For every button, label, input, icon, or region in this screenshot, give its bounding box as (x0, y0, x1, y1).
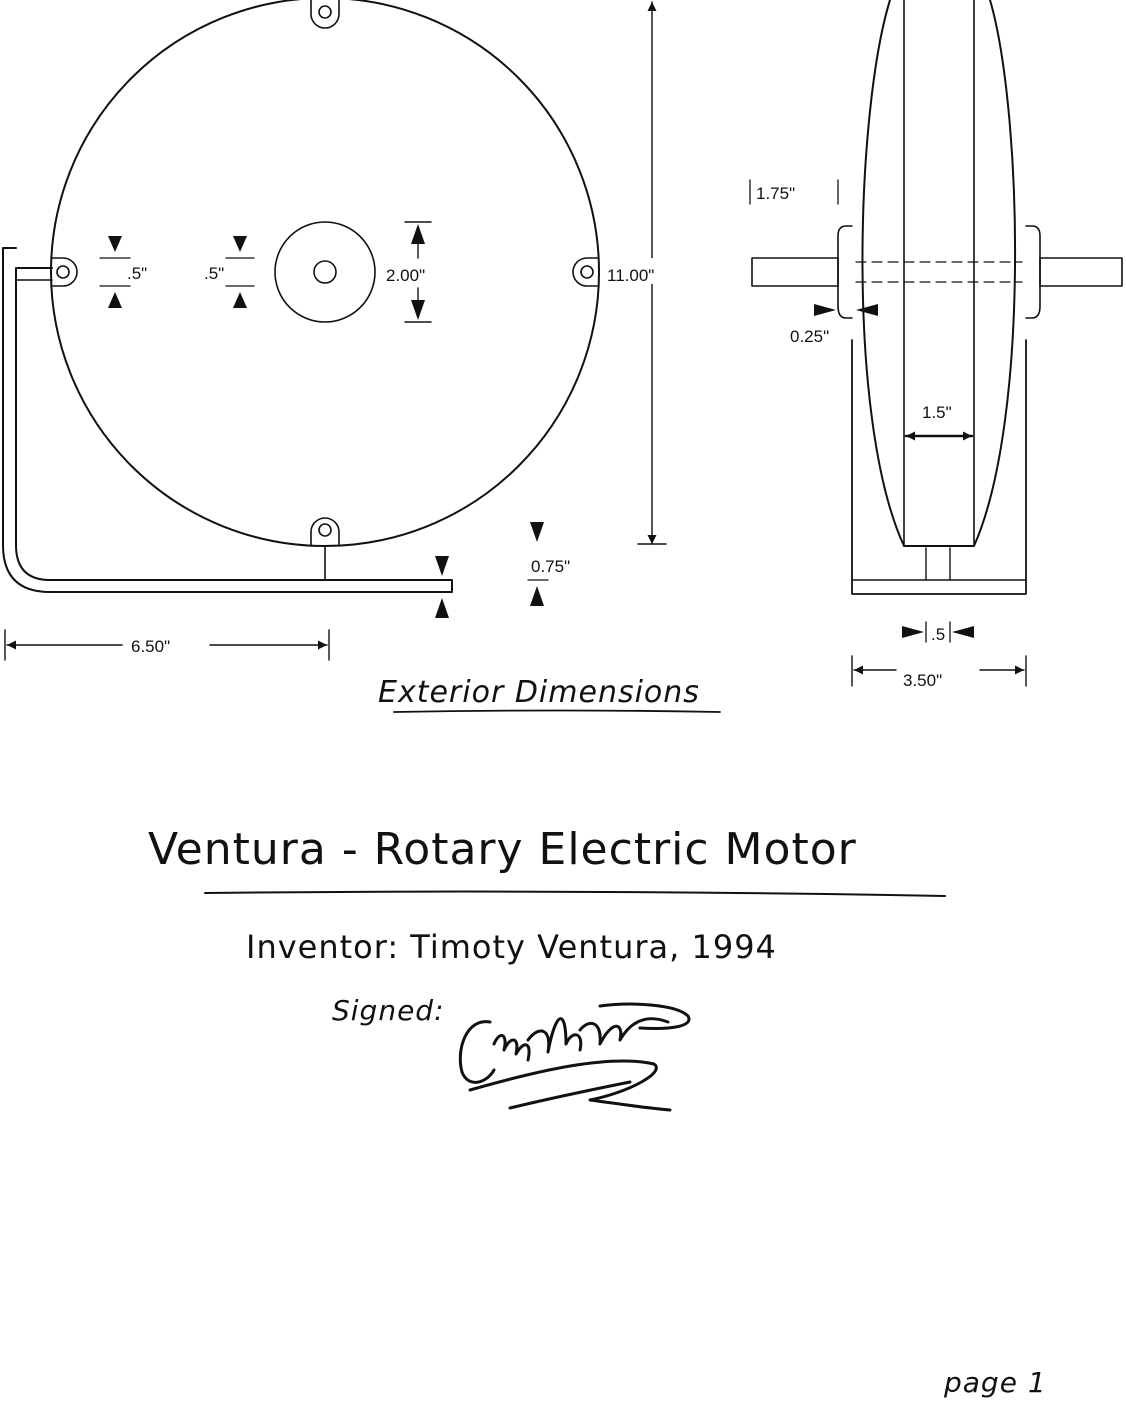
l-bracket-stand (2, 247, 453, 593)
mounting-lug-right (572, 257, 600, 287)
dim-rotor-width: 1.5" (904, 403, 974, 441)
inventor-line: Inventor: Timoty Ventura, 1994 (246, 928, 777, 966)
dim-boss-thickness-label: 0.25" (790, 327, 829, 346)
section-title-underline (393, 709, 721, 713)
section-title: Exterior Dimensions (378, 675, 700, 710)
signed-label: Signed: (332, 994, 445, 1027)
dim-bracket-length: 6.50" (4, 629, 330, 661)
dim-shaft-length-label: 1.75" (756, 184, 795, 203)
dim-base-width: 3.50" (851, 655, 1027, 690)
dim-bracket-thickness (435, 556, 449, 618)
side-base-block (851, 339, 1027, 595)
side-view: 1.75" 0.25" 1.5" .5 3.50" (749, 0, 1123, 690)
dim-hole-spacing-left-label: .5" (127, 264, 147, 283)
side-boss-right (1025, 225, 1041, 319)
mounting-lug-top (310, 0, 340, 29)
dim-hole-spacing-right: .5" (204, 236, 255, 308)
dim-shaft-width-label: .5 (931, 625, 945, 644)
dim-rotor-width-label: 1.5" (922, 403, 952, 422)
inventor-signature (458, 1002, 691, 1112)
side-rotor-body (861, 0, 1017, 547)
dim-hole-spacing-left: .5" (99, 236, 147, 308)
hub-outer-circle (274, 221, 376, 323)
front-view: .5" .5" 2.00" 11.00" (2, 0, 690, 661)
page-label: page 1 (943, 1366, 1047, 1399)
side-shaft-left (751, 257, 839, 287)
dim-boss-thickness: 0.25" (790, 304, 878, 346)
dim-shaft-length: 1.75" (749, 179, 839, 205)
side-boss-left (837, 225, 853, 319)
dim-shaft-width: .5 (902, 621, 974, 644)
dim-hub-diameter-label: 2.00" (386, 266, 425, 285)
title-block: Exterior Dimensions Ventura - Rotary Ele… (148, 675, 1047, 1399)
dim-hub-diameter: 2.00" (386, 221, 432, 323)
mounting-lug-left (50, 257, 78, 287)
main-title: Ventura - Rotary Electric Motor (148, 824, 857, 875)
dim-overall-diameter-label: 11.00" (607, 266, 654, 285)
dim-base-width-label: 3.50" (903, 671, 942, 690)
dim-bracket-length-label: 6.50" (131, 637, 170, 656)
dim-base-thickness-label: 0.75" (531, 557, 570, 576)
side-shaft-right (1039, 257, 1123, 287)
dim-overall-diameter: 11.00" (600, 1, 690, 545)
dim-hole-spacing-right-label: .5" (204, 264, 224, 283)
dim-base-thickness: 0.75" (527, 522, 570, 606)
mounting-lug-bottom (310, 517, 340, 547)
main-title-underline (204, 890, 946, 897)
hub-inner-bore (313, 260, 337, 284)
